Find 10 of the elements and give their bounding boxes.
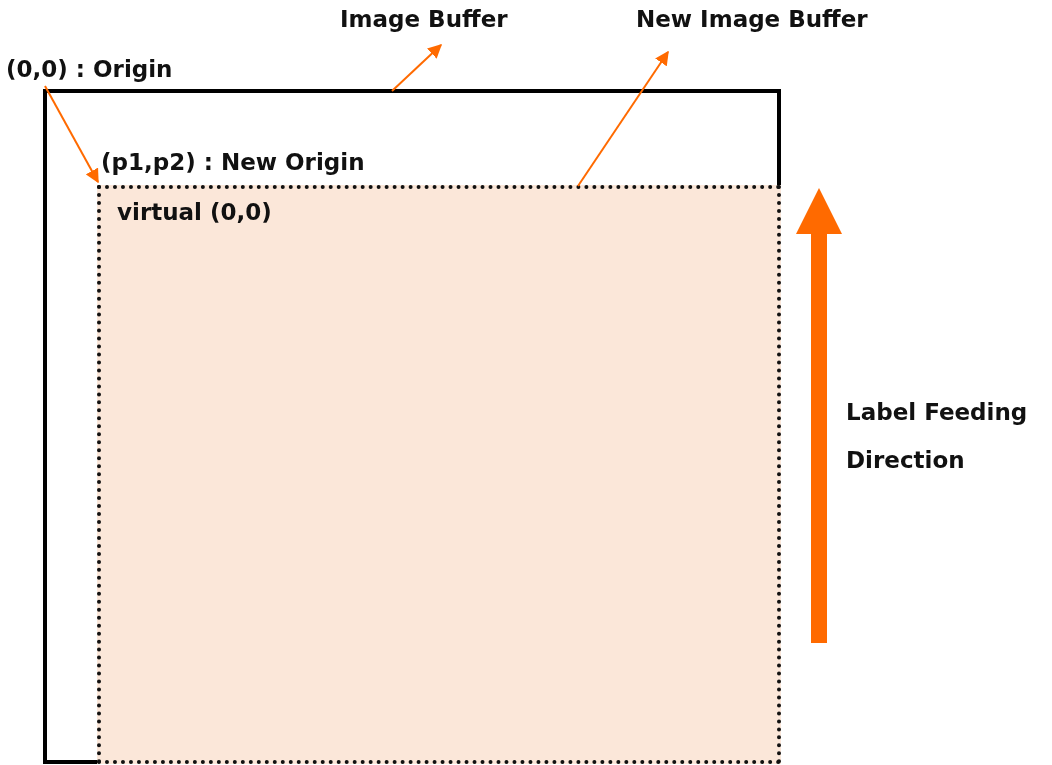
region-label: virtual (0,0) bbox=[117, 199, 272, 225]
new-buffer-region bbox=[97, 185, 781, 764]
leader-line bbox=[391, 44, 442, 92]
direction-label: Label Feeding Direction bbox=[846, 398, 1029, 475]
callout-text: Image Buffer bbox=[340, 6, 508, 32]
leader-line bbox=[577, 50, 669, 187]
callout-text: (p1,p2) : New Origin bbox=[101, 149, 365, 175]
callout-text: (0,0) : Origin bbox=[6, 56, 173, 82]
callout-text: New Image Buffer bbox=[636, 6, 868, 32]
image-buffer-frame bbox=[43, 89, 781, 764]
